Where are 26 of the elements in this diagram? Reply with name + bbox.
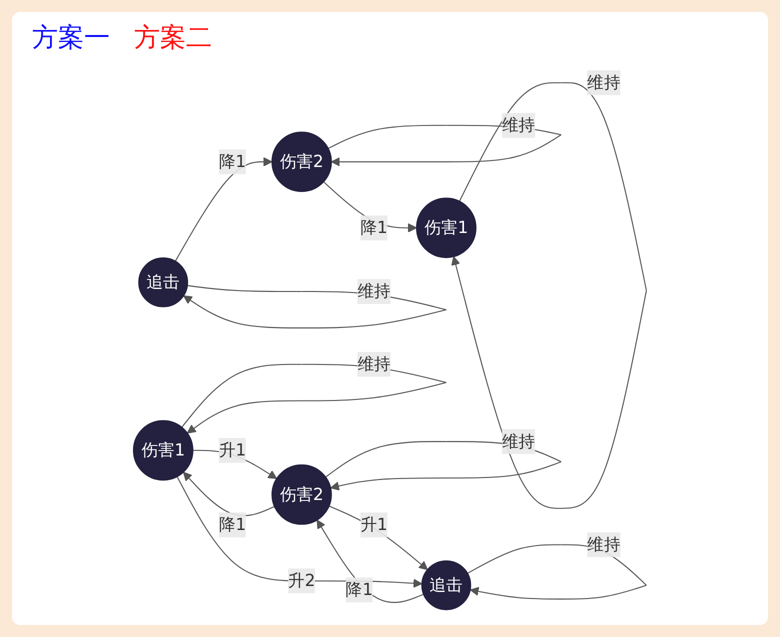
edge-label: 维持 <box>587 72 620 92</box>
edge-label: 升1 <box>360 514 388 534</box>
arrow <box>316 520 424 603</box>
scheme-heading: 方案一 <box>32 22 110 55</box>
arrow <box>176 476 422 588</box>
edge-label: 降1 <box>346 580 373 600</box>
edge-label: 维持 <box>357 354 391 374</box>
edge-label: 维持 <box>587 534 620 554</box>
edge-label: 维持 <box>502 431 536 451</box>
edge-label: 升2 <box>288 570 316 590</box>
node-circle: 伤害2 <box>271 132 332 192</box>
node-circle: 追击 <box>421 560 472 610</box>
arrow <box>174 157 272 262</box>
node-circle: 伤害1 <box>132 420 194 481</box>
edge-label: 维持 <box>357 281 391 301</box>
edge-label: 维持 <box>502 115 536 135</box>
node-circle: 追击 <box>138 257 188 308</box>
edge-label: 降1 <box>360 217 388 238</box>
scheme-heading: 方案二 <box>134 22 212 55</box>
node-circle: 伤害1 <box>416 198 476 258</box>
edge-label: 降1 <box>218 514 246 534</box>
node-circle: 伤害2 <box>271 464 332 525</box>
edge-label: 升1 <box>218 440 246 460</box>
arrow <box>183 285 446 328</box>
arrow <box>328 506 428 570</box>
edge-label: 降1 <box>218 151 246 172</box>
